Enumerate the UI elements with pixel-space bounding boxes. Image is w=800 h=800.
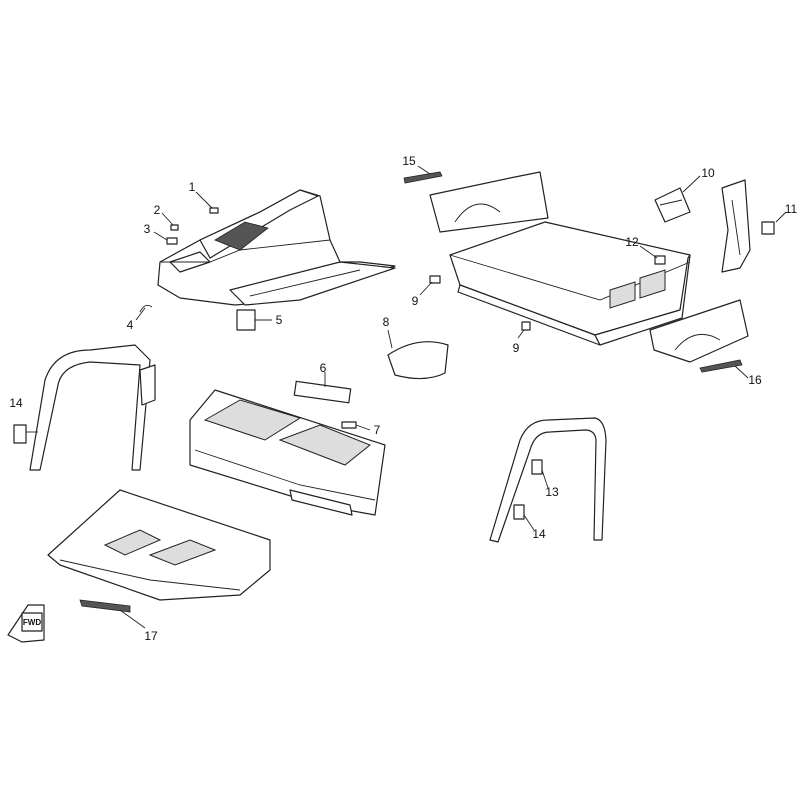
forward-direction-marker: FWD [7, 604, 45, 643]
callout-9-left[interactable]: 9 [412, 294, 419, 308]
decal-14b[interactable] [513, 504, 525, 520]
cargo-box[interactable] [449, 221, 691, 346]
part-1[interactable] [209, 207, 219, 214]
part-9b[interactable] [521, 321, 531, 331]
callout-7[interactable]: 7 [374, 423, 381, 437]
callout-1[interactable]: 1 [189, 180, 196, 194]
pin-17[interactable] [79, 599, 131, 613]
storage-lid[interactable] [387, 341, 449, 380]
callout-10[interactable]: 10 [701, 166, 715, 180]
part-12[interactable] [654, 255, 666, 265]
seat-base-cover[interactable] [157, 189, 396, 306]
part-11[interactable] [761, 221, 775, 235]
callout-8[interactable]: 8 [383, 315, 390, 329]
callout-14-right[interactable]: 14 [532, 527, 546, 541]
part-2[interactable] [170, 224, 179, 231]
callout-17[interactable]: 17 [144, 629, 158, 643]
rear-roll-bar[interactable] [489, 417, 607, 543]
callout-11[interactable]: 11 [785, 202, 798, 216]
part-4[interactable] [139, 304, 153, 313]
decal-13[interactable] [531, 459, 543, 475]
part-7[interactable] [341, 421, 357, 429]
callout-12[interactable]: 12 [625, 235, 639, 249]
callout-14-left[interactable]: 14 [9, 396, 23, 410]
right-side-panel[interactable] [649, 299, 749, 363]
decal-strip[interactable] [293, 380, 352, 404]
callout-3[interactable]: 3 [144, 222, 151, 236]
pin-15[interactable] [403, 171, 443, 184]
leader-lines [26, 165, 787, 629]
part-3[interactable] [166, 237, 178, 245]
pin-16[interactable] [699, 359, 743, 373]
callout-6[interactable]: 6 [320, 361, 327, 375]
callout-5[interactable]: 5 [276, 313, 283, 327]
callout-16[interactable]: 16 [748, 373, 762, 387]
dashboard-panel[interactable] [189, 389, 386, 516]
callout-4[interactable]: 4 [127, 318, 134, 332]
callout-2[interactable]: 2 [154, 203, 161, 217]
part-9a[interactable] [429, 275, 441, 284]
tailgate-bracket[interactable] [721, 179, 751, 273]
front-roll-bar[interactable] [29, 344, 156, 471]
callout-9-right[interactable]: 9 [513, 341, 520, 355]
callout-15[interactable]: 15 [402, 154, 416, 168]
forward-marker-label: FWD [23, 618, 41, 627]
decal-14a[interactable] [13, 424, 27, 444]
left-side-panel[interactable] [429, 171, 549, 233]
hinge-bracket[interactable] [654, 187, 691, 223]
floor-panel[interactable] [47, 489, 271, 601]
callout-13[interactable]: 13 [545, 485, 559, 499]
decal-5[interactable] [236, 309, 256, 331]
